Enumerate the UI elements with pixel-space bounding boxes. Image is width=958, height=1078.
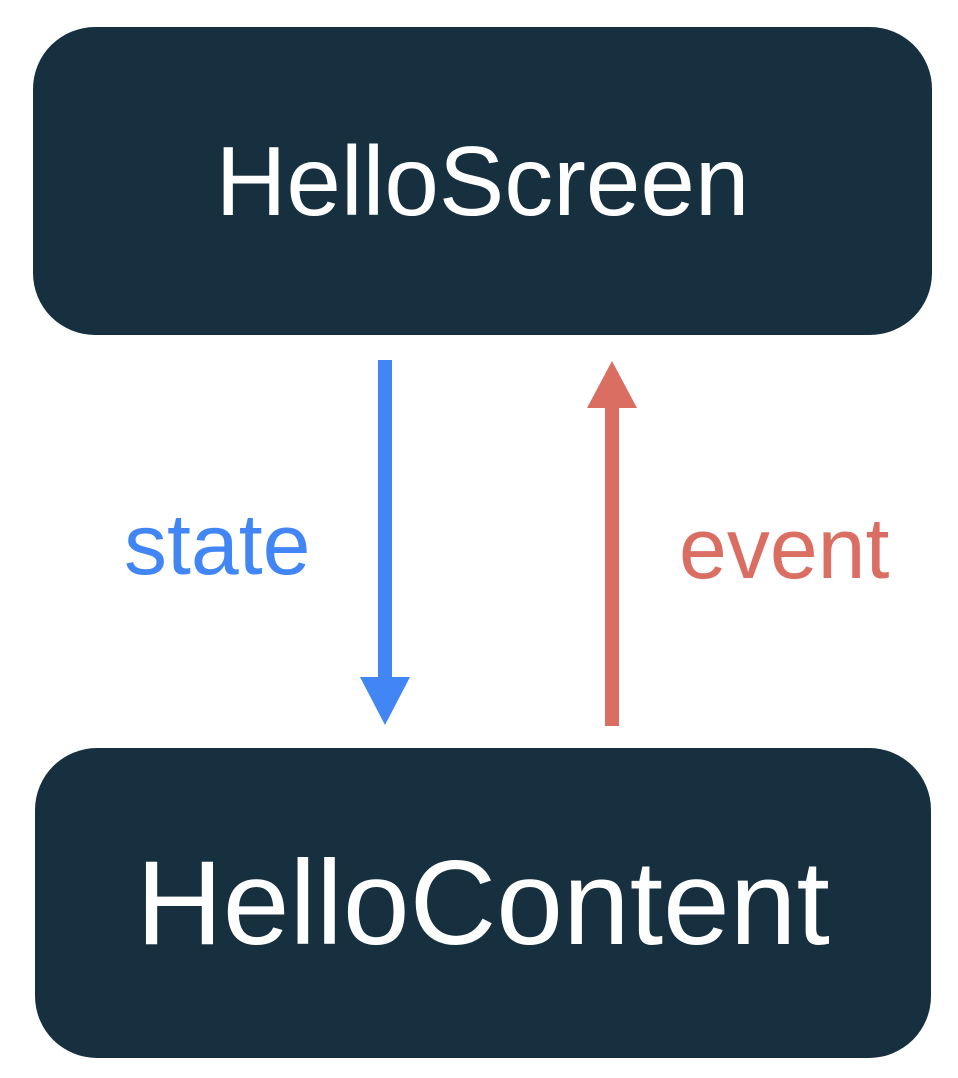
event-edge-label: event <box>679 501 890 597</box>
node-helloscreen: HelloScreen <box>33 27 932 335</box>
state-arrow-down-icon <box>360 360 410 725</box>
node-helloscreen-label: HelloScreen <box>215 125 750 236</box>
node-hellocontent: HelloContent <box>35 748 931 1058</box>
state-edge-label: state <box>124 497 311 593</box>
event-arrow-up-icon <box>587 361 637 726</box>
node-hellocontent-label: HelloContent <box>136 836 830 970</box>
